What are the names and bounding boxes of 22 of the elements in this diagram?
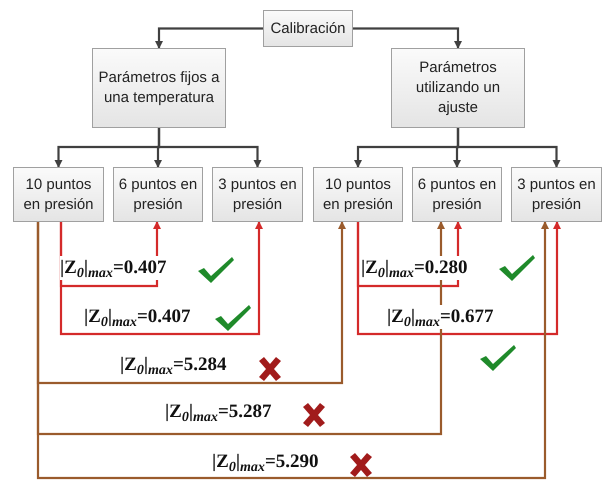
arrow — [456, 128, 560, 168]
arrow — [36, 221, 445, 436]
arrow — [356, 221, 462, 288]
arrow — [36, 221, 549, 480]
arrow — [60, 221, 263, 336]
process-box: Calibración — [263, 10, 353, 47]
arrow — [36, 221, 346, 384]
process-box: Parámetros utilizando un ajuste — [391, 48, 525, 128]
arrow — [356, 221, 561, 336]
arrow — [158, 128, 262, 168]
process-box: Parámetros fijos a una temperatura — [92, 48, 226, 128]
process-box: 10 puntos en presión — [313, 167, 403, 222]
process-box: 6 puntos en presión — [412, 167, 502, 222]
edge-label: |Z$_{0}$|$_{max}$=0.280 — [361, 256, 468, 280]
edge-label: |Z$_{0}$|$_{max}$=0.407 — [60, 256, 167, 280]
process-box: 3 puntos en presión — [212, 167, 303, 222]
arrow — [155, 27, 263, 49]
process-box: 10 puntos en presión — [13, 167, 104, 222]
arrow — [353, 27, 462, 49]
process-box: 3 puntos en presión — [511, 167, 602, 222]
edge-label: |Z$_{0}$|$_{max}$=0.677 — [387, 305, 494, 329]
process-box: 6 puntos en presión — [113, 167, 203, 222]
